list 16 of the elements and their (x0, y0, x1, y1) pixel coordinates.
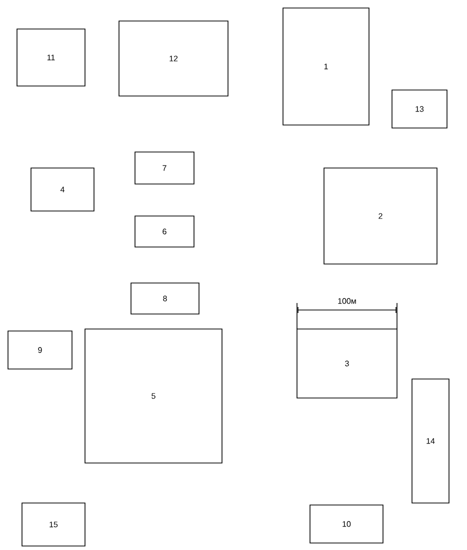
numbered-box: 15 (22, 502, 86, 546)
numbered-box: 7 (134, 152, 194, 184)
numbered-box: 5 (84, 328, 222, 464)
numbered-box: 13 (392, 90, 448, 128)
numbered-box: 2 (324, 168, 438, 264)
numbered-box: 12 (118, 20, 228, 96)
numbered-box: 4 (30, 168, 94, 212)
numbered-box: 6 (134, 216, 194, 248)
numbered-box: 3 (296, 328, 398, 398)
numbered-box: 9 (8, 330, 72, 370)
numbered-box: 11 (16, 28, 86, 86)
numbered-box: 8 (130, 282, 200, 314)
numbered-box: 1 (282, 8, 370, 126)
numbered-box: 10 (310, 504, 384, 544)
numbered-box: 14 (412, 378, 450, 504)
dimension-label: 100м (338, 298, 356, 304)
